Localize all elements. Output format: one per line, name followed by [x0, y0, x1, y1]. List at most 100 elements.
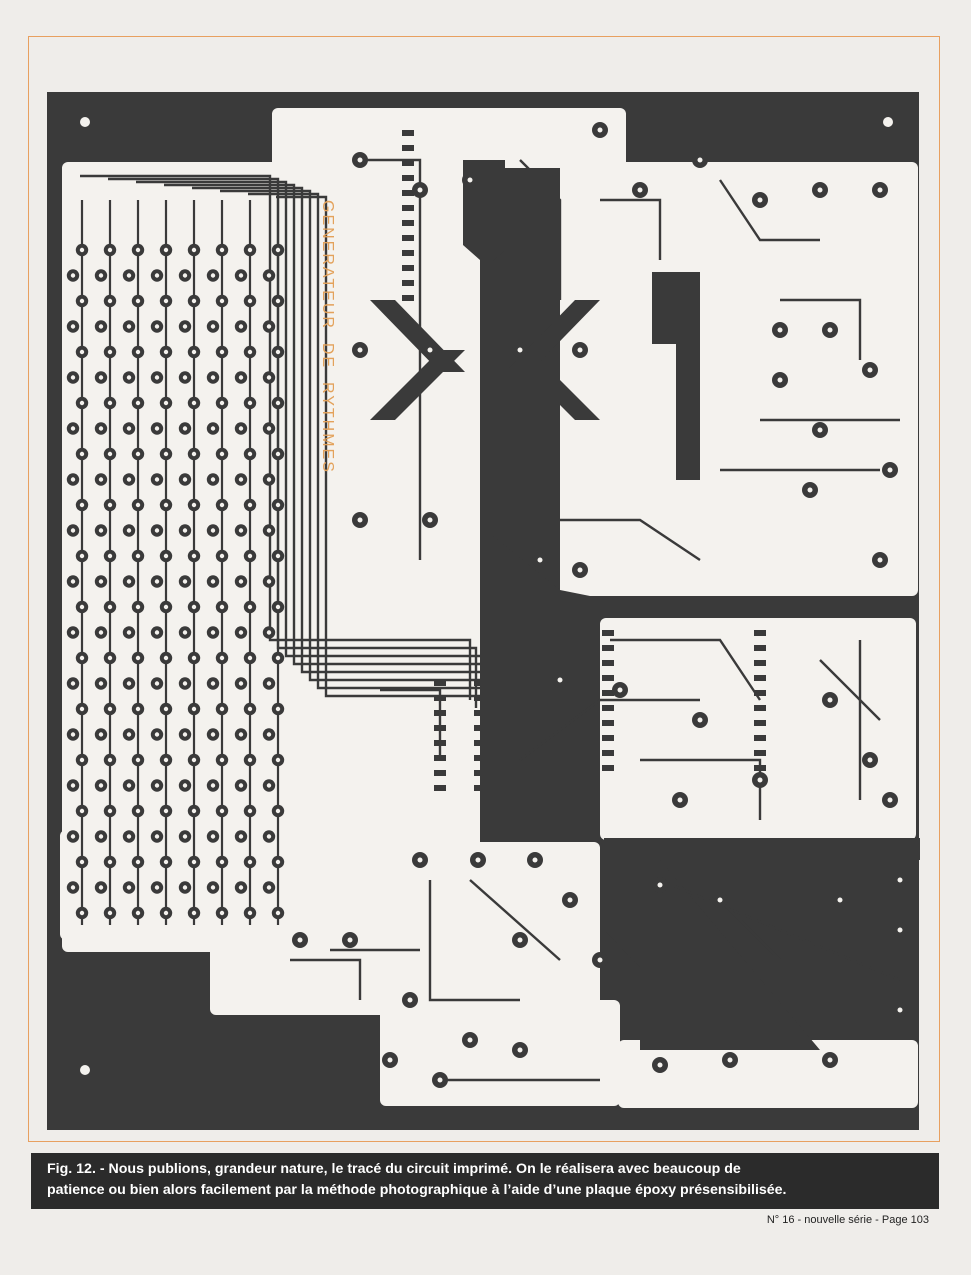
ic-pin-pad — [602, 645, 614, 651]
pad-hole — [154, 783, 160, 788]
x-shaped-trace — [505, 350, 600, 420]
copper-area — [60, 830, 230, 940]
signal-trace — [540, 518, 701, 561]
pad-hole — [70, 834, 76, 839]
pad-hole — [238, 630, 244, 635]
signal-trace — [428, 880, 520, 1002]
pad-hole — [79, 859, 85, 865]
pad-hole — [191, 553, 197, 559]
pad-hole — [238, 579, 244, 584]
pad-hole — [163, 451, 169, 457]
pad-hole — [777, 327, 783, 333]
copper-area — [380, 1000, 620, 1106]
pad-hole — [154, 477, 160, 482]
pad-hole — [247, 502, 253, 508]
pad-hole — [191, 859, 197, 865]
pad-hole — [357, 157, 363, 163]
component-pad — [883, 117, 893, 127]
pad-hole — [154, 834, 160, 839]
pad-hole — [210, 375, 216, 380]
pad-hole — [817, 187, 823, 193]
pad-hole — [219, 706, 225, 712]
pad-hole — [107, 400, 113, 406]
pad-hole — [247, 757, 253, 763]
pad-hole — [107, 757, 113, 763]
pad-hole — [247, 298, 253, 304]
pad-hole — [154, 681, 160, 686]
pad-hole — [517, 1047, 523, 1053]
copper-area — [272, 108, 626, 168]
pad-hole — [238, 681, 244, 686]
pad-hole — [135, 451, 141, 457]
ic-pin-pad — [534, 260, 546, 266]
pad-hole — [877, 187, 883, 193]
caption-line-1: Fig. 12. - Nous publions, grandeur natur… — [47, 1161, 741, 1177]
pad-hole — [417, 187, 423, 193]
pad-hole — [266, 885, 272, 890]
ic-pin-pad — [474, 755, 486, 761]
pad-hole — [182, 732, 188, 737]
pad-hole — [238, 375, 244, 380]
signal-trace — [610, 638, 761, 701]
ic-pin-pad — [402, 130, 414, 136]
pad-hole — [210, 834, 216, 839]
ic-pin-pad — [754, 660, 766, 666]
pad-hole — [98, 477, 104, 482]
pad-hole — [182, 324, 188, 329]
bus-trace — [248, 192, 508, 748]
pad-hole — [577, 347, 583, 353]
pad-hole — [126, 579, 132, 584]
bus-trace — [192, 186, 496, 732]
pad-hole — [275, 451, 281, 457]
pad-hole — [827, 1057, 833, 1063]
pad-hole — [163, 604, 169, 610]
copper-area — [560, 162, 918, 596]
pad-hole — [163, 808, 169, 814]
pad-hole — [887, 467, 893, 473]
board-label: GENERATEUR DE RYTHMES — [319, 200, 336, 474]
pad-hole — [427, 347, 433, 353]
pad-hole — [191, 757, 197, 763]
pad-hole — [537, 557, 543, 563]
pad-hole — [697, 717, 703, 723]
pcb-pads — [66, 117, 908, 1088]
pad-hole — [247, 553, 253, 559]
pad-hole — [79, 553, 85, 559]
pad-hole — [182, 528, 188, 533]
pad-hole — [79, 655, 85, 661]
pad-hole — [182, 885, 188, 890]
ic-pin-pad — [534, 245, 546, 251]
ground-plane — [463, 160, 610, 618]
pad-hole — [275, 604, 281, 610]
pad-hole — [182, 426, 188, 431]
pad-hole — [517, 937, 523, 943]
pad-hole — [135, 400, 141, 406]
pad-hole — [532, 857, 538, 863]
pad-hole — [163, 349, 169, 355]
pad-hole — [154, 273, 160, 278]
pad-hole — [275, 298, 281, 304]
pad-hole — [266, 528, 272, 533]
pad-hole — [163, 400, 169, 406]
pad-hole — [154, 375, 160, 380]
pad-hole — [98, 681, 104, 686]
pad-hole — [238, 885, 244, 890]
ic-pin-pad — [434, 785, 446, 791]
pad-hole — [182, 579, 188, 584]
pad-hole — [837, 897, 843, 903]
pad-hole — [79, 706, 85, 712]
ic-pin-pad — [754, 735, 766, 741]
pad-hole — [247, 808, 253, 814]
pad-hole — [135, 655, 141, 661]
copper-area — [600, 618, 916, 840]
pad-hole — [98, 273, 104, 278]
pad-hole — [126, 630, 132, 635]
pad-hole — [79, 451, 85, 457]
pad-hole — [163, 757, 169, 763]
pad-hole — [437, 1077, 443, 1083]
ground-triangle — [640, 920, 760, 1050]
pad-hole — [567, 897, 573, 903]
ic-pin-pad — [434, 710, 446, 716]
pad-hole — [247, 349, 253, 355]
